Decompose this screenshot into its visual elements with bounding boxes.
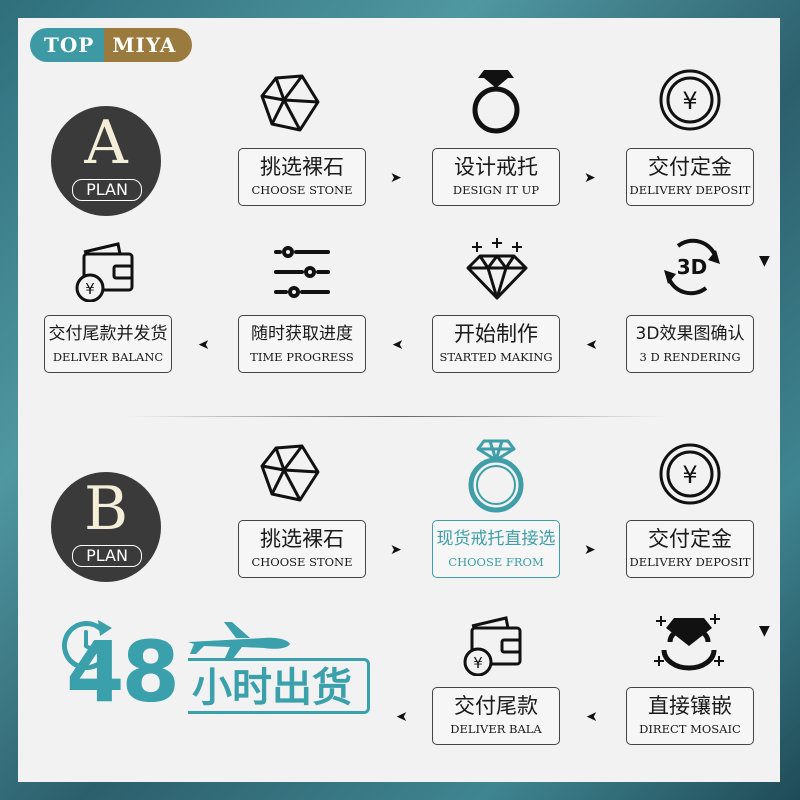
plan-b-step-5: 交付尾款 DELIVER BALA — [432, 687, 560, 745]
step-title: 挑选裸石 — [260, 155, 344, 179]
step-subtitle: DIRECT MOSAIC — [639, 722, 741, 736]
step-subtitle: STARTED MAKING — [439, 350, 553, 364]
svg-text:¥: ¥ — [85, 280, 95, 298]
gem-icon — [260, 74, 320, 132]
plan-a-step-4: 3D效果图确认 3 D RENDERING — [626, 315, 754, 373]
plan-a-step-7: 交付尾款并发货 DELIVER BALANC — [44, 315, 172, 373]
step-title: 现货戒托直接选 — [436, 529, 556, 549]
plan-b-letter: B — [83, 474, 129, 544]
3d-rotate-icon: 3D — [664, 238, 720, 296]
step-title: 随时获取进度 — [251, 324, 353, 344]
step-title: 交付定金 — [648, 155, 732, 179]
yen-coin-icon: ¥ — [659, 443, 721, 505]
step-subtitle: TIME PROGRESS — [250, 350, 354, 364]
arrow-left-icon: ➤ — [198, 337, 210, 353]
step-title: 交付尾款并发货 — [48, 324, 168, 344]
arrow-down-icon: ▼ — [759, 253, 770, 269]
step-subtitle: CHOOSE STONE — [251, 555, 353, 569]
plan-b-label: PLAN — [72, 545, 142, 567]
plan-a-badge: A PLAN — [51, 106, 161, 216]
step-subtitle: 3 D RENDERING — [639, 350, 741, 364]
plan-a-label: PLAN — [72, 179, 142, 201]
step-subtitle: DELIVERY DEPOSIT — [629, 555, 751, 569]
step-title: 直接镶嵌 — [648, 694, 732, 718]
plan-a-step-3: 交付定金 DELIVERY DEPOSIT — [626, 148, 754, 206]
brand-logo: TOP MIYA — [30, 28, 193, 62]
step-title: 设计戒托 — [454, 155, 538, 179]
step-subtitle: DESIGN IT UP — [452, 183, 540, 197]
promo-text: 小时出货 — [192, 665, 352, 711]
promo-hours: 48 — [66, 623, 180, 721]
svg-text:¥: ¥ — [682, 87, 697, 115]
plan-b-step-2: 现货戒托直接选 CHOOSE FROM — [432, 520, 560, 578]
step-title: 交付尾款 — [454, 694, 538, 718]
step-subtitle: CHOOSE STONE — [251, 183, 353, 197]
arrow-left-icon: ➤ — [586, 337, 598, 353]
main-panel: TOP MIYA A PLAN ¥ 挑选裸石 CHOOSE STONE ➤ 设计… — [18, 18, 780, 782]
plan-b-badge: B PLAN — [51, 472, 161, 582]
shipping-promo: 48 小时出货 — [48, 616, 378, 726]
section-divider — [128, 416, 668, 417]
step-title: 3D效果图确认 — [635, 324, 745, 344]
step-subtitle: DELIVERY DEPOSIT — [629, 183, 751, 197]
svg-text:¥: ¥ — [473, 654, 483, 672]
step-subtitle: CHOOSE FROM — [448, 555, 544, 569]
wallet-yen-icon: ¥ — [463, 616, 522, 676]
plan-b-step-1: 挑选裸石 CHOOSE STONE — [238, 520, 366, 578]
sparkle-diamond-icon — [466, 238, 528, 300]
diamond-ring-icon — [654, 614, 724, 671]
airplane-icon — [188, 622, 290, 660]
plan-a-step-6: 随时获取进度 TIME PROGRESS — [238, 315, 366, 373]
arrow-left-icon: ➤ — [396, 709, 408, 725]
arrow-right-icon: ➤ — [584, 542, 596, 558]
ring-icon — [468, 439, 524, 513]
step-title: 挑选裸石 — [260, 527, 344, 551]
clock-speed-icon — [61, 620, 112, 671]
plan-a-step-1: 挑选裸石 CHOOSE STONE — [238, 148, 366, 206]
plan-a-step-2: 设计戒托 DESIGN IT UP — [432, 148, 560, 206]
logo-miya-text: MIYA — [104, 28, 193, 62]
step-title: 交付定金 — [648, 527, 732, 551]
gem-icon — [260, 444, 320, 502]
wallet-yen-icon: ¥ — [75, 242, 134, 302]
yen-coin-icon: ¥ — [659, 69, 721, 131]
promo-text-box: 小时出货 — [188, 658, 370, 714]
step-subtitle: DELIVER BALA — [450, 722, 542, 736]
svg-text:3D: 3D — [677, 255, 708, 279]
arrow-down-icon: ▼ — [759, 623, 770, 639]
arrow-right-icon: ➤ — [584, 170, 596, 186]
plan-a-letter: A — [84, 108, 128, 178]
step-subtitle: DELIVER BALANC — [52, 350, 164, 364]
plan-b-step-3: 交付定金 DELIVERY DEPOSIT — [626, 520, 754, 578]
ring-icon — [472, 70, 520, 134]
arrow-right-icon: ➤ — [390, 170, 402, 186]
arrow-right-icon: ➤ — [390, 542, 402, 558]
plan-b-step-4: 直接镶嵌 DIRECT MOSAIC — [626, 687, 754, 745]
arrow-left-icon: ➤ — [586, 709, 598, 725]
svg-text:¥: ¥ — [682, 461, 697, 489]
plan-a-step-5: 开始制作 STARTED MAKING — [432, 315, 560, 373]
sliders-icon — [274, 246, 330, 298]
step-title: 开始制作 — [454, 322, 538, 346]
arrow-left-icon: ➤ — [392, 337, 404, 353]
logo-top-text: TOP — [30, 28, 105, 62]
